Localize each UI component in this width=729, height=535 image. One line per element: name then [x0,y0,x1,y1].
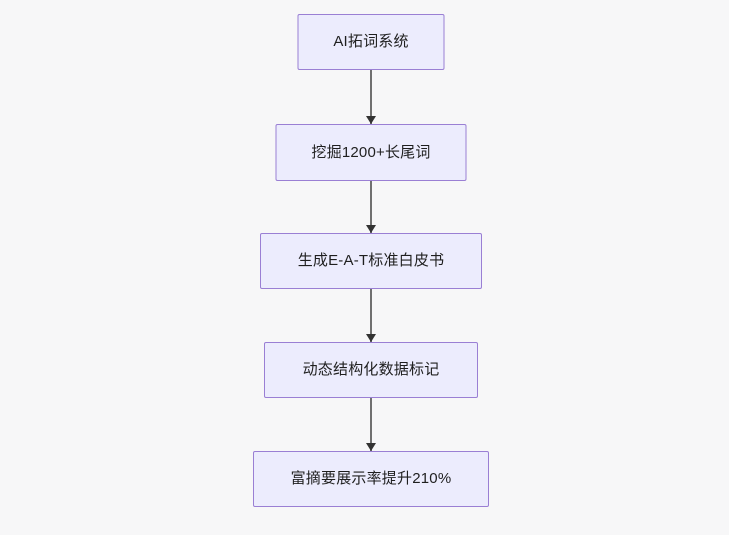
edge-line [370,181,372,233]
arrowhead-icon [365,225,376,233]
flow-node-rich-snippet-uplift[interactable]: 富摘要展示率提升210% [253,451,489,507]
flow-node-label: 生成E-A-T标准白皮书 [297,252,445,269]
flow-edge [365,398,377,451]
edge-line [370,289,372,342]
flow-node-dynamic-structured-data[interactable]: 动态结构化数据标记 [264,342,478,398]
flow-node-label: 挖掘1200+长尾词 [311,143,431,161]
edge-line [370,398,372,451]
edge-line [370,70,372,124]
arrowhead-icon [365,443,376,451]
flow-node-generate-eat-whitepaper[interactable]: 生成E-A-T标准白皮书 [260,233,482,289]
flow-node-label: AI拓词系统 [333,33,409,50]
flow-node-mine-longtail-keywords[interactable]: 挖掘1200+长尾词 [275,124,467,181]
arrowhead-icon [365,334,376,342]
flow-node-ai-keyword-system[interactable]: AI拓词系统 [297,14,445,70]
flow-edge [365,181,377,233]
flow-edge [365,289,377,342]
flow-edge [365,70,377,124]
arrowhead-icon [365,116,376,124]
flow-node-label: 富摘要展示率提升210% [290,470,452,487]
flow-node-label: 动态结构化数据标记 [302,361,440,378]
